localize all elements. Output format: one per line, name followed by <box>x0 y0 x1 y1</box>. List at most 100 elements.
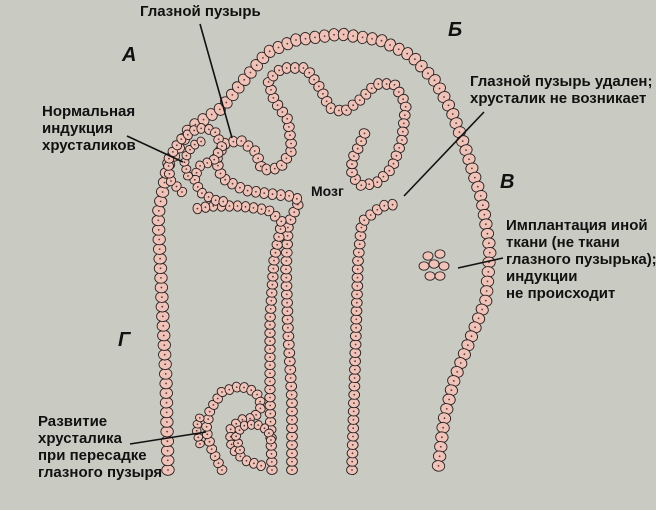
cell-nucleus <box>488 251 491 254</box>
cell-nucleus <box>262 57 264 59</box>
cell-nucleus <box>278 69 281 72</box>
cell-nucleus <box>239 455 242 458</box>
cell-nucleus <box>250 389 253 392</box>
cell-nucleus <box>486 232 489 235</box>
cell-nucleus <box>265 168 268 171</box>
label-line: при пересадке <box>38 447 147 464</box>
cell-nucleus <box>207 418 210 421</box>
cell-nucleus <box>290 393 293 396</box>
cell-nucleus <box>445 408 448 410</box>
leader-eye-vesicle <box>199 23 233 139</box>
cell-nucleus <box>235 386 238 388</box>
cell-nucleus <box>279 194 282 197</box>
cell-nucleus <box>286 318 289 321</box>
cell-nucleus <box>352 435 354 438</box>
cell-nucleus <box>323 35 326 37</box>
cell-nucleus <box>351 163 353 166</box>
cell-nucleus <box>250 423 253 426</box>
cell-nucleus <box>355 326 357 329</box>
cell-nucleus <box>165 411 168 414</box>
cell-nucleus <box>287 326 289 329</box>
cell-nucleus <box>271 193 274 196</box>
cell-nucleus <box>217 462 220 464</box>
cell-nucleus <box>269 332 271 334</box>
cell-nucleus <box>212 205 215 207</box>
cell-nucleus <box>164 373 167 375</box>
cell-nucleus <box>277 46 280 49</box>
cell-nucleus <box>268 210 270 212</box>
cell-nucleus <box>243 78 246 81</box>
cell-nucleus <box>296 197 298 200</box>
panel-letter-g: Г <box>118 329 131 351</box>
cell-nucleus <box>245 459 248 462</box>
cell-nucleus <box>285 285 288 287</box>
cell-nucleus <box>450 389 453 392</box>
cell-nucleus <box>237 86 240 89</box>
cell-nucleus <box>467 344 469 347</box>
label-line: не происходит <box>506 285 616 302</box>
cell-nucleus <box>231 94 234 96</box>
cell-nucleus <box>291 444 293 446</box>
cell-nucleus <box>291 427 293 429</box>
cell-nucleus <box>485 290 488 292</box>
cell-nucleus <box>269 404 272 407</box>
cell-nucleus <box>483 213 486 216</box>
cell-nucleus <box>291 435 293 438</box>
cell-nucleus <box>231 182 234 185</box>
cell-nucleus <box>388 169 391 172</box>
cell-nucleus <box>285 276 288 279</box>
cell-nucleus <box>276 104 279 106</box>
cell-nucleus <box>402 122 405 125</box>
label-implantation: Имплантация иной ткани (не ткани глазног… <box>506 217 656 302</box>
implant-cell <box>424 271 436 281</box>
cell-nucleus <box>376 208 379 211</box>
leader-removed <box>403 111 485 197</box>
cell-nucleus <box>393 84 396 86</box>
cell-nucleus <box>255 64 258 67</box>
cell-nucleus <box>208 410 211 413</box>
cell-nucleus <box>162 334 165 337</box>
cell-nucleus <box>329 107 332 110</box>
cell-nucleus <box>370 87 373 90</box>
cell-nucleus <box>260 208 263 211</box>
cell-nucleus <box>246 189 249 192</box>
cell-nucleus <box>404 105 407 108</box>
cell-nucleus <box>269 412 272 415</box>
cell-nucleus <box>451 113 454 115</box>
cell-nucleus <box>217 138 220 141</box>
cell-nucleus <box>163 181 166 184</box>
cell-nucleus <box>221 469 223 471</box>
cell-nucleus <box>285 157 288 160</box>
cell-nucleus <box>471 167 473 170</box>
cell-nucleus <box>465 149 467 152</box>
cell-nucleus <box>272 275 274 278</box>
cell-nucleus <box>427 72 429 75</box>
cell-nucleus <box>385 83 388 85</box>
cell-nucleus <box>166 459 169 462</box>
cell-nucleus <box>157 219 160 222</box>
cell-nucleus <box>289 218 292 221</box>
implant-cell <box>438 261 450 271</box>
cell-nucleus <box>268 432 270 434</box>
cell-nucleus <box>267 81 270 83</box>
label-line: хрусталиков <box>42 137 136 154</box>
cell-nucleus <box>205 425 208 428</box>
cell-nucleus <box>168 157 170 160</box>
cell-nucleus <box>380 39 383 42</box>
cell-nucleus <box>175 144 178 147</box>
label-eye-removed: Глазной пузырь удален; хрусталик не возн… <box>470 73 652 107</box>
cell-nucleus <box>186 133 189 136</box>
cell-nucleus <box>314 36 316 39</box>
cell-nucleus <box>232 140 235 143</box>
cell-nucleus <box>293 211 296 214</box>
cell-nucleus <box>230 443 233 446</box>
cell-nucleus <box>268 50 271 53</box>
cell-nucleus <box>269 340 271 342</box>
implant-cell <box>418 261 430 271</box>
cell-nucleus <box>207 196 210 198</box>
cell-nucleus <box>273 167 276 170</box>
cell-nucleus <box>281 111 284 113</box>
cell-nucleus <box>291 469 293 471</box>
cell-nucleus <box>473 176 476 179</box>
